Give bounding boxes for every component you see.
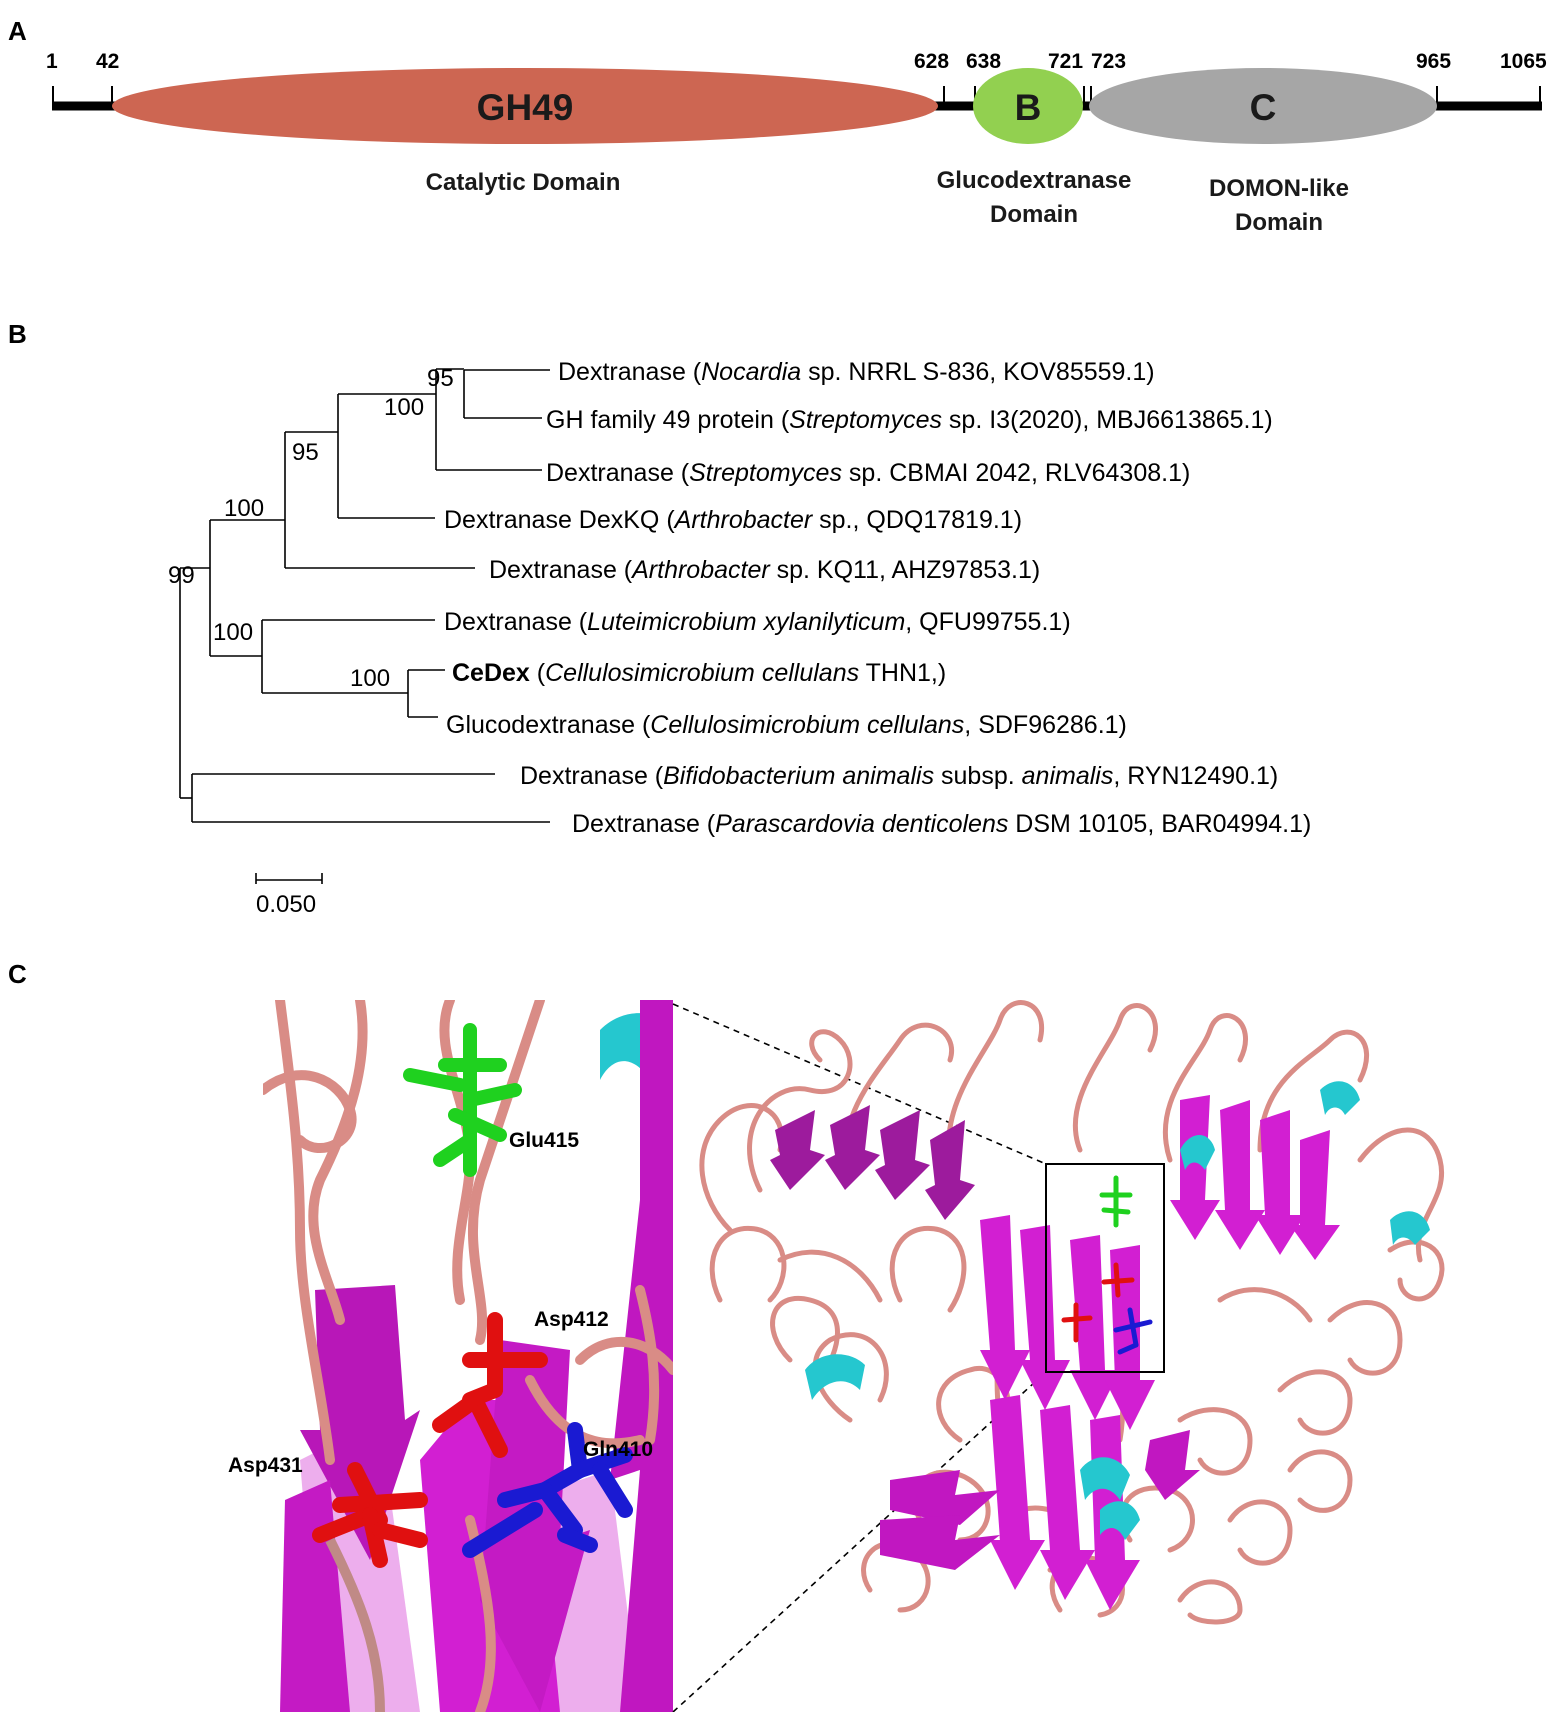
leaf-label-arthrobacter-kq11: Dextranase (Arthrobacter sp. KQ11, AHZ97… bbox=[489, 556, 1040, 584]
bootstrap-value: 100 bbox=[213, 619, 253, 646]
leaf-label-parascardovia: Dextranase (Parascardovia denticolens DS… bbox=[572, 810, 1311, 838]
residue-label-glu415: Glu415 bbox=[509, 1129, 579, 1152]
leaf-label-cedex: CeDex (Cellulosimicrobium cellulans THN1… bbox=[452, 659, 946, 687]
panel-letter-a: A bbox=[8, 16, 27, 46]
scale-bar bbox=[255, 873, 323, 884]
domain-name-glucodextranase-2: Domain bbox=[990, 201, 1078, 228]
scale-bar-label: 0.050 bbox=[256, 891, 316, 918]
domain-label-gh49: GH49 bbox=[477, 87, 574, 128]
pos-label: 723 bbox=[1091, 50, 1126, 73]
leaf-label-luteimicrobium: Dextranase (Luteimicrobium xylanilyticum… bbox=[444, 608, 1071, 636]
pos-label: 1065 bbox=[1500, 50, 1547, 73]
leaf-label-streptomyces-cbmai: Dextranase (Streptomyces sp. CBMAI 2042,… bbox=[546, 459, 1190, 487]
bootstrap-value: 100 bbox=[350, 665, 390, 692]
pos-label: 638 bbox=[966, 50, 1001, 73]
bootstrap-value: 100 bbox=[224, 495, 264, 522]
glucodextranase-domain-shape bbox=[973, 68, 1083, 144]
leaf-label-bifidobacterium: Dextranase (Bifidobacterium animalis sub… bbox=[520, 762, 1278, 790]
catalytic-domain-shape bbox=[112, 68, 938, 144]
panel-letter-c: C bbox=[8, 959, 27, 989]
leaf-label-arthrobacter-dexkq: Dextranase DexKQ (Arthrobacter sp., QDQ1… bbox=[444, 506, 1022, 534]
bootstrap-value: 100 bbox=[384, 394, 424, 421]
bootstrap-value: 95 bbox=[292, 439, 319, 466]
domain-label-b: B bbox=[1015, 87, 1042, 128]
domain-name-domon-2: Domain bbox=[1235, 209, 1323, 236]
pos-label: 721 bbox=[1048, 50, 1083, 73]
tree-leaves: Dextranase (Nocardia sp. NRRL S-836, KOV… bbox=[444, 358, 1311, 838]
leaf-label-streptomyces-i3: GH family 49 protein (Streptomyces sp. I… bbox=[546, 406, 1273, 434]
domain-name-glucodextranase: Glucodextranase bbox=[937, 167, 1132, 194]
residue-labels: Glu415 Asp412 Asp431 Gln410 bbox=[228, 1129, 653, 1477]
domain-name-domon: DOMON-like bbox=[1209, 175, 1349, 202]
protein-structure bbox=[699, 1000, 1445, 1625]
pos-label: 42 bbox=[96, 50, 119, 73]
bootstrap-value: 99 bbox=[168, 562, 195, 589]
residue-label-asp431: Asp431 bbox=[228, 1454, 303, 1477]
residue-label-asp412: Asp412 bbox=[534, 1308, 609, 1331]
active-site-box bbox=[1045, 1163, 1165, 1373]
bootstrap-values: 95 100 95 100 99 100 100 bbox=[168, 365, 454, 692]
residue-label-gln410: Gln410 bbox=[583, 1438, 653, 1461]
panel-letter-b: B bbox=[8, 319, 27, 349]
leaf-label-nocardia: Dextranase (Nocardia sp. NRRL S-836, KOV… bbox=[558, 358, 1155, 386]
zoom-guide-lines bbox=[672, 1003, 1047, 1712]
domon-domain-shape bbox=[1089, 68, 1437, 144]
bootstrap-value: 95 bbox=[427, 365, 454, 392]
domain-label-c: C bbox=[1250, 87, 1277, 128]
pos-label: 628 bbox=[914, 50, 949, 73]
leaf-label-glucodextranase: Glucodextranase (Cellulosimicrobium cell… bbox=[446, 711, 1127, 739]
domain-map: 1 42 628 638 721 723 965 1065 GH49 B C C… bbox=[46, 50, 1547, 236]
domain-name-catalytic: Catalytic Domain bbox=[426, 169, 621, 196]
pos-label: 1 bbox=[46, 50, 58, 73]
pos-label: 965 bbox=[1416, 50, 1451, 73]
phylogenetic-tree bbox=[179, 368, 550, 884]
active-site-zoom bbox=[263, 1000, 673, 1712]
position-labels: 1 42 628 638 721 723 965 1065 bbox=[46, 50, 1547, 73]
